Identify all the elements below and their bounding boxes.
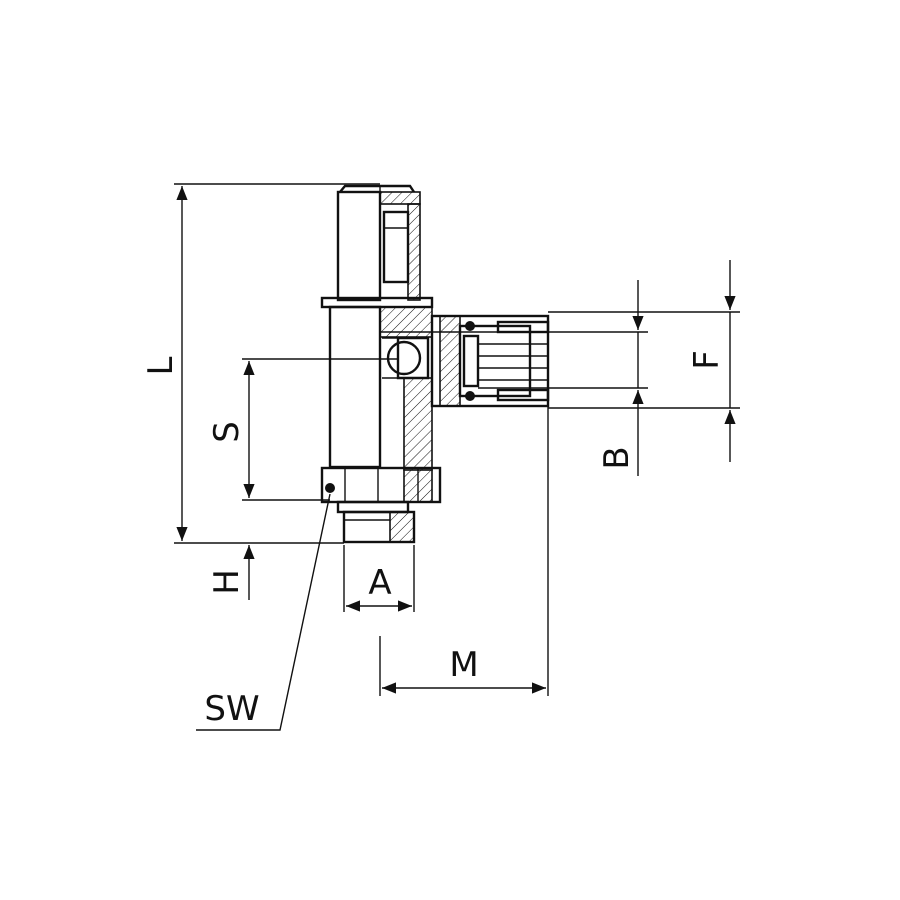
label-M: M	[449, 645, 478, 685]
label-F: F	[687, 350, 727, 370]
fitting-body	[320, 184, 442, 544]
label-S: S	[207, 421, 247, 443]
label-L: L	[141, 356, 181, 375]
label-SW: SW	[204, 689, 259, 729]
label-B: B	[597, 446, 637, 469]
label-H: H	[207, 569, 247, 595]
label-A: A	[368, 563, 391, 603]
dimension-lines	[174, 183, 740, 731]
side-connector	[430, 314, 550, 408]
